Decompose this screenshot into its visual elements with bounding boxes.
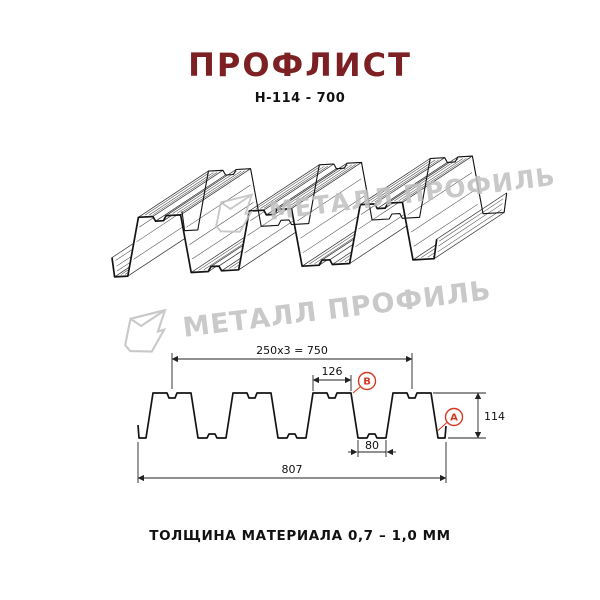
cross-section-diagram: 250х3 = 750 126 80 807 114: [137, 344, 505, 483]
callout-point-b: В: [352, 371, 377, 394]
metall-profil-logo-icon: [215, 193, 254, 233]
dimension-overall-width: 807: [137, 442, 447, 483]
dim-valley-width-label: 80: [365, 439, 379, 452]
dim-pitch-total-label: 250х3 = 750: [256, 344, 328, 357]
dimension-profile-height: 114: [433, 392, 505, 439]
dim-rib-width-label: 126: [322, 365, 343, 378]
profile-model: Н-114 - 700: [254, 91, 346, 106]
page-title: ПРОФЛИСТ: [188, 46, 412, 84]
callout-point-a: А: [437, 407, 464, 431]
watermark-brand-upper: МЕТАЛЛ ПРОФИЛЬ: [207, 155, 558, 239]
dimension-valley-width: 80: [348, 439, 396, 457]
point-a-circle: [444, 407, 464, 427]
point-b-label: В: [363, 377, 371, 388]
metall-profil-logo-icon: [124, 308, 167, 353]
dim-overall-width-label: 807: [282, 463, 303, 476]
dim-profile-height-label: 114: [484, 410, 505, 423]
watermark-text: МЕТАЛЛ ПРОФИЛЬ: [181, 275, 494, 344]
watermark-text: МЕТАЛЛ ПРОФИЛЬ: [267, 161, 558, 226]
dimension-rib-width: 126: [312, 365, 352, 391]
profile-outline: [137, 392, 447, 439]
point-b-circle: [357, 371, 377, 391]
thickness-note: ТОЛЩИНА МАТЕРИАЛА 0,7 – 1,0 ММ: [149, 528, 451, 544]
dimension-pitch-total: 250х3 = 750: [171, 344, 413, 389]
point-a-label: А: [450, 413, 458, 424]
watermark-brand-lower: МЕТАЛЛ ПРОФИЛЬ: [115, 267, 495, 360]
